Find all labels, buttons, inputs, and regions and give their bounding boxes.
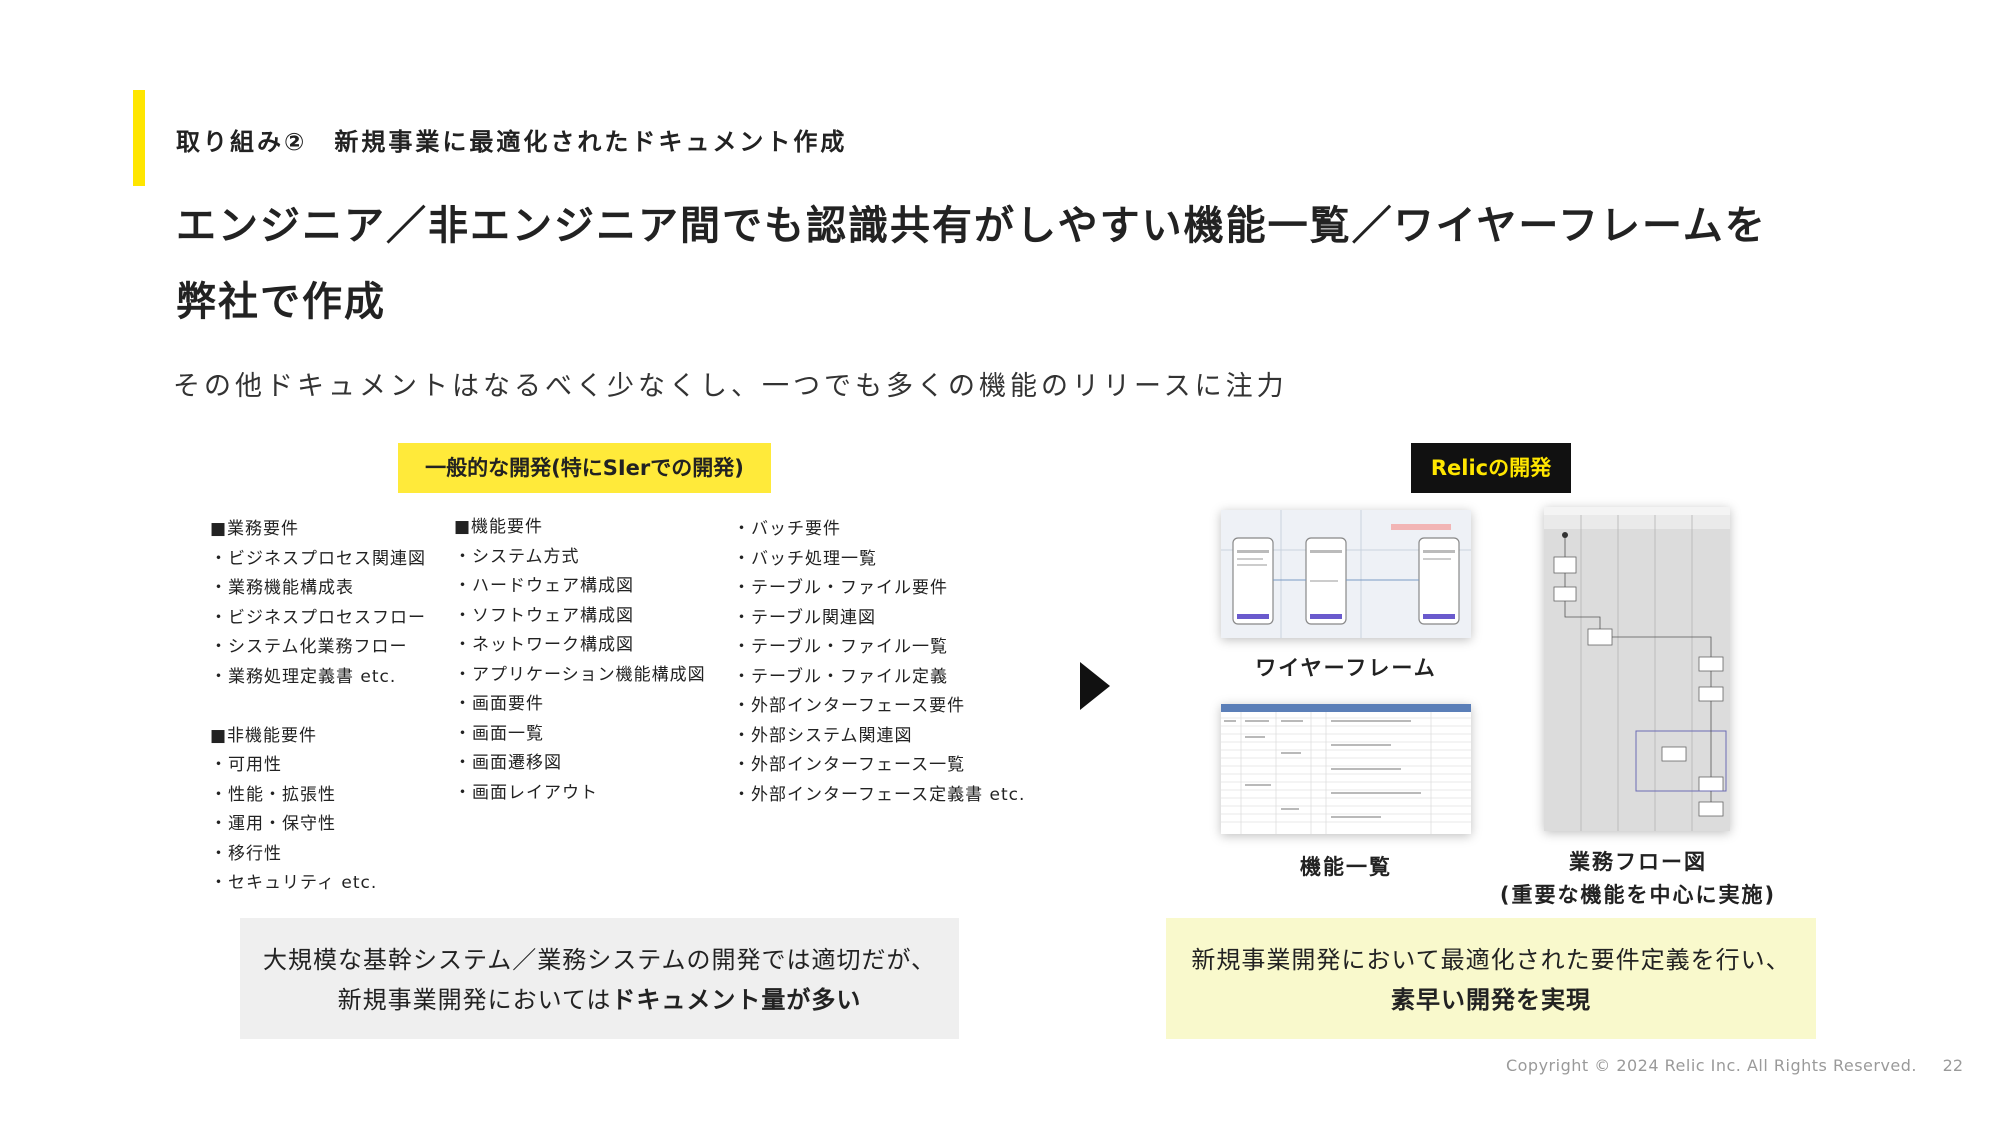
list-item: ・バッチ処理一覧 xyxy=(733,548,877,569)
list-item: ・テーブル関連図 xyxy=(733,607,876,628)
list-item: ・画面遷移図 xyxy=(454,753,562,773)
list-item: ・テーブル・ファイル要件 xyxy=(733,578,948,598)
business-requirements-list: ■業務要件 ・ビジネスプロセス関連図 ・業務機能構成表 ・ビジネスプロセスフロー… xyxy=(210,515,426,899)
list-item: ・性能・拡張性 xyxy=(210,784,336,805)
list-item: ・外部インターフェース要件 xyxy=(733,696,966,716)
list-item: ・システム方式 xyxy=(454,546,580,567)
list-item: ・ハードウェア構成図 xyxy=(454,576,634,596)
business-flow-caption-line-2: (重要な機能を中心に実施) xyxy=(1499,883,1777,907)
list-item: ・業務機能構成表 xyxy=(210,578,354,598)
list-item: ・運用・保守性 xyxy=(210,814,336,834)
wireframe-caption: ワイヤーフレーム xyxy=(1255,656,1437,680)
list-item: ・テーブル・ファイル定義 xyxy=(733,666,948,687)
list-item: ・移行性 xyxy=(210,843,282,864)
list-item: ・可用性 xyxy=(210,755,282,775)
general-development-tag: 一般的な開発(特にSIerでの開発) xyxy=(398,443,771,493)
list-item: ・テーブル・ファイル一覧 xyxy=(733,637,948,657)
list-item: ・バッチ要件 xyxy=(733,519,841,539)
list-item: ・外部インターフェース定義書 etc. xyxy=(733,784,1026,805)
business-flow-thumbnail xyxy=(1544,507,1730,831)
page-title: エンジニア／非エンジニア間でも認識共有がしやすい機能一覧／ワイヤーフレームを 弊… xyxy=(176,188,1767,340)
accent-bar xyxy=(133,90,145,186)
batch-table-interface-list: ・バッチ要件 ・バッチ処理一覧 ・テーブル・ファイル要件 ・テーブル関連図 ・テ… xyxy=(733,515,1025,810)
function-list-thumbnail xyxy=(1221,704,1471,834)
list-item: ・画面レイアウト xyxy=(454,782,598,803)
list-item: ・外部システム関連図 xyxy=(733,725,913,746)
list-item: ・ソフトウェア構成図 xyxy=(454,605,634,626)
list-item: ・アプリケーション機能構成図 xyxy=(454,664,706,685)
list-item: ・外部インターフェース一覧 xyxy=(733,755,966,775)
summary-line-1: 大規模な基幹システム／業務システムの開発では適切だが、 xyxy=(262,946,937,974)
business-flow-caption-line-1: 業務フロー図 xyxy=(1569,850,1707,874)
list-item: ・画面一覧 xyxy=(454,723,544,744)
list-item: ・システム化業務フロー xyxy=(210,637,408,657)
list-item: ・ビジネスプロセス関連図 xyxy=(210,548,426,569)
summary-emphasis: 素早い開発を実現 xyxy=(1391,986,1591,1014)
headline-line-1: エンジニア／非エンジニア間でも認識共有がしやすい機能一覧／ワイヤーフレームを xyxy=(176,203,1767,249)
list-group-title: ■機能要件 xyxy=(454,517,544,537)
business-flow-caption: 業務フロー図 (重要な機能を中心に実施) xyxy=(1480,846,1796,912)
list-item: ・セキュリティ etc. xyxy=(210,873,378,893)
general-development-summary: 大規模な基幹システム／業務システムの開発では適切だが、 新規事業開発においてはド… xyxy=(240,918,959,1039)
summary-line-1: 新規事業開発において最適化された要件定義を行い、 xyxy=(1191,946,1791,974)
list-group-title: ■非機能要件 xyxy=(210,725,318,746)
list-group-title: ■業務要件 xyxy=(210,519,300,539)
function-list-caption: 機能一覧 xyxy=(1300,855,1392,879)
list-item: ・ネットワーク構成図 xyxy=(454,635,634,655)
headline-line-2: 弊社で作成 xyxy=(176,279,386,325)
copyright-footer: Copyright © 2024 Relic Inc. All Rights R… xyxy=(1505,1056,1917,1075)
page-number: 22 xyxy=(1942,1056,1963,1075)
relic-development-summary: 新規事業開発において最適化された要件定義を行い、 素早い開発を実現 xyxy=(1166,918,1816,1039)
arrow-right-icon xyxy=(1080,662,1110,710)
list-item: ・画面要件 xyxy=(454,694,544,714)
section-label: 取り組み② 新規事業に最適化されたドキュメント作成 xyxy=(176,128,848,156)
list-item: ・ビジネスプロセスフロー xyxy=(210,607,426,628)
list-item: ・業務処理定義書 etc. xyxy=(210,666,397,687)
functional-requirements-list: ■機能要件 ・システム方式 ・ハードウェア構成図 ・ソフトウェア構成図 ・ネット… xyxy=(454,513,706,808)
summary-line-2: 新規事業開発においてはドキュメント量が多い xyxy=(240,980,959,1020)
summary-text: 新規事業開発においては xyxy=(337,986,612,1014)
relic-development-tag: Relicの開発 xyxy=(1411,443,1571,493)
summary-emphasis: ドキュメント量が多い xyxy=(611,986,862,1014)
subheading: その他ドキュメントはなるべく少なくし、一つでも多くの機能のリリースに注力 xyxy=(173,371,1288,402)
wireframe-thumbnail xyxy=(1221,510,1471,638)
